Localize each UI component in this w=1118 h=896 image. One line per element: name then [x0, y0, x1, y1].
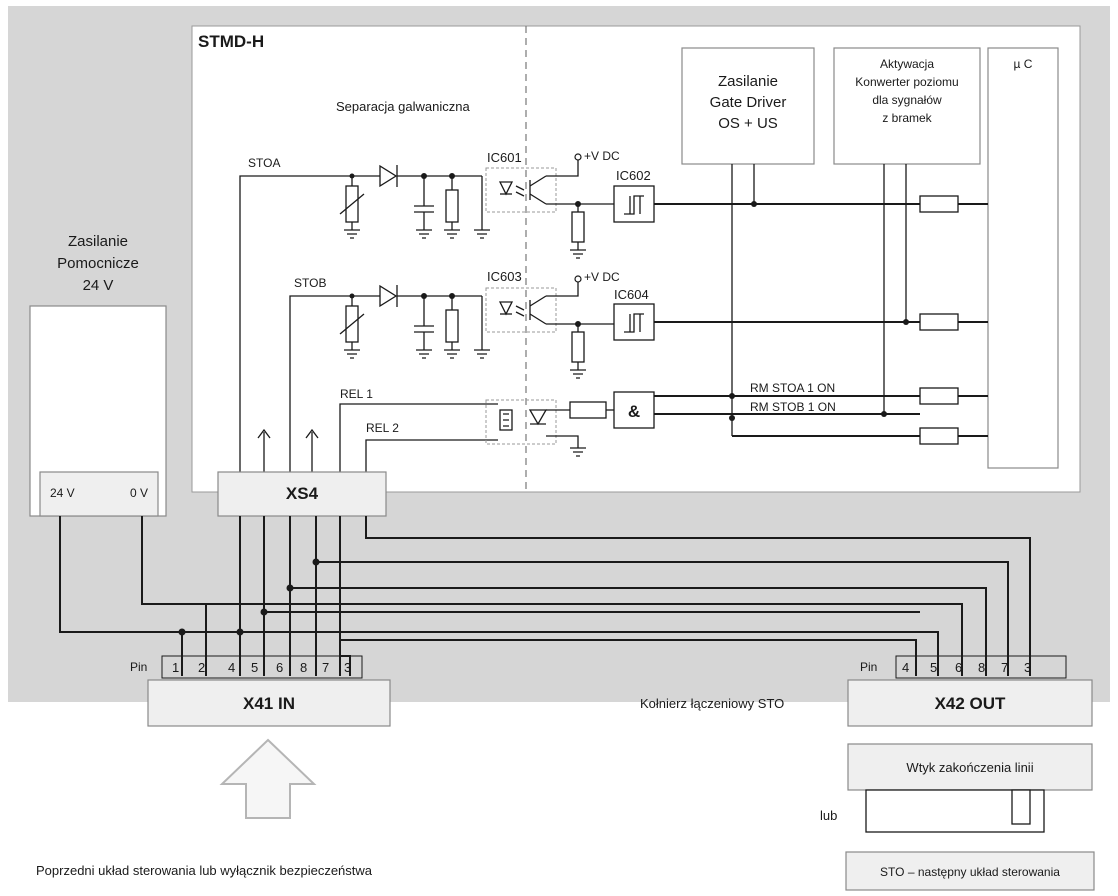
x42-pin-5: 5 — [930, 660, 937, 675]
xs4-label: XS4 — [286, 484, 319, 503]
x41-pin-label: Pin — [130, 660, 147, 674]
microcontroller-label: µ C — [1014, 57, 1033, 71]
x41-pin-4: 4 — [228, 660, 235, 675]
x41-in-connector: Pin 1 2 4 5 6 8 7 3 X41 IN — [130, 655, 391, 727]
rel2-label: REL 2 — [366, 421, 399, 435]
input-arrow-icon — [219, 738, 317, 819]
x42-pin-4: 4 — [902, 660, 909, 675]
x42-pin-label: Pin — [860, 660, 877, 674]
and-gate-label: & — [628, 402, 640, 421]
block-bus-lines — [731, 164, 909, 436]
aux-supply-line-3: 24 V — [83, 277, 114, 294]
level-converter-block: Aktywacja Konwerter poziomu dla sygnałów… — [833, 47, 981, 165]
x42-out-connector: Pin 4 5 6 8 7 3 X42 OUT — [847, 655, 1093, 727]
stoa-diode-icon — [379, 164, 398, 188]
aux-supply-line-2: Pomocnicze — [57, 255, 139, 272]
gate-driver-supply-block: Zasilanie Gate Driver OS + US — [681, 47, 815, 165]
next-controller-block: STO – następny układ sterowania — [845, 851, 1095, 891]
stob-label: STOB — [294, 276, 326, 290]
aux-24v-label: 24 V — [50, 486, 75, 500]
x41-pin-2: 2 — [198, 660, 205, 675]
stoa-label: STOA — [248, 156, 280, 170]
x41-pin-5: 5 — [251, 660, 258, 675]
x41-pin-6: 6 — [276, 660, 283, 675]
xs4-connector: XS4 — [217, 471, 387, 517]
x42-pin-7: 7 — [1001, 660, 1008, 675]
x42-pin-8: 8 — [978, 660, 985, 675]
x41-pin-1: 1 — [172, 660, 179, 675]
x42-label: X42 OUT — [935, 694, 1006, 713]
or-label: lub — [820, 808, 837, 823]
x42-pin-3: 3 — [1024, 660, 1031, 675]
flange-caption: Kołnierz łączeniowy STO — [640, 696, 784, 711]
stoa-channel: IC601 +V DC IC602 — [239, 149, 988, 478]
connector-wiring — [59, 516, 1031, 676]
termination-plug: Wtyk zakończenia linii — [847, 743, 1093, 833]
stob-channel: IC603 +V DC IC604 — [289, 269, 988, 478]
gate-driver-line-1: Zasilanie — [718, 73, 778, 90]
separation-label: Separacja galwaniczna — [336, 99, 470, 114]
gate-driver-line-2: Gate Driver — [710, 94, 787, 111]
x41-pin-7: 7 — [322, 660, 329, 675]
microcontroller-block: µ C — [987, 47, 1059, 469]
relay-section: REL 1 REL 2 & RM STOA 1 ON RM STOB 1 ON — [339, 381, 988, 478]
converter-line-3: dla sygnałów — [872, 93, 942, 107]
aux-0v-label: 0 V — [130, 486, 148, 500]
vdc2-label: +V DC — [584, 270, 620, 284]
ic603-label: IC603 — [487, 269, 522, 284]
termination-plug-label: Wtyk zakończenia linii — [906, 760, 1033, 775]
vdc1-label: +V DC — [584, 149, 620, 163]
x41-label: X41 IN — [243, 694, 295, 713]
rel1-label: REL 1 — [340, 387, 373, 401]
ic604-label: IC604 — [614, 287, 649, 302]
ic601-optocoupler-icon — [485, 167, 557, 213]
converter-line-1: Aktywacja — [880, 57, 934, 71]
x42-pin-6: 6 — [955, 660, 962, 675]
aux-supply-block: Zasilanie Pomocnicze 24 V 24 V 0 V — [29, 233, 167, 517]
and-gate-icon — [613, 391, 655, 429]
converter-line-4: z bramek — [882, 111, 932, 125]
x41-pin-3: 3 — [344, 660, 351, 675]
rm-stoa-label: RM STOA 1 ON — [750, 381, 835, 395]
ic601-label: IC601 — [487, 150, 522, 165]
gate-driver-line-3: OS + US — [718, 115, 778, 132]
next-controller-label: STO – następny układ sterowania — [880, 865, 1060, 879]
board-title: STMD-H — [198, 32, 264, 51]
previous-controller-caption: Poprzedni układ sterowania lub wyłącznik… — [36, 863, 373, 878]
ic602-label: IC602 — [616, 168, 651, 183]
rm-stob-label: RM STOB 1 ON — [750, 400, 836, 414]
stob-diode-icon — [379, 284, 398, 308]
x41-pin-8: 8 — [300, 660, 307, 675]
converter-line-2: Konwerter poziomu — [855, 75, 958, 89]
aux-supply-line-1: Zasilanie — [68, 233, 128, 250]
ic603-optocoupler-icon — [485, 287, 557, 333]
relay-optocoupler-icon — [485, 399, 557, 445]
xs4-up-arrows — [257, 428, 319, 478]
